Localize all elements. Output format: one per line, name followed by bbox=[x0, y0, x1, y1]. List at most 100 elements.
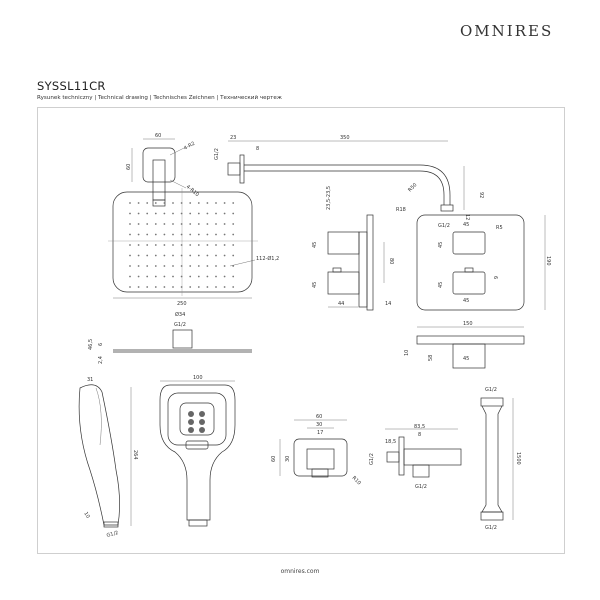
nozzle-dot bbox=[146, 223, 149, 225]
nozzle-dot bbox=[129, 223, 131, 225]
nozzle-dot bbox=[197, 223, 200, 225]
nozzle-dot bbox=[197, 286, 200, 288]
dim-label: 17 bbox=[317, 430, 323, 436]
nozzle-dot bbox=[232, 286, 235, 288]
nozzle-dot bbox=[206, 233, 209, 236]
nozzle-dot bbox=[206, 286, 209, 288]
dim-label: 60 bbox=[271, 456, 277, 462]
nozzle-dot bbox=[163, 254, 166, 257]
nozzle-dot bbox=[215, 202, 217, 204]
dim-label: 23 bbox=[230, 135, 236, 141]
nozzle-dot bbox=[137, 233, 140, 236]
nozzle-dot bbox=[154, 223, 157, 225]
nozzle-dot bbox=[223, 223, 226, 225]
nozzle-dot bbox=[232, 275, 235, 278]
nozzle-dot bbox=[146, 275, 149, 278]
nozzle-dot bbox=[129, 286, 131, 288]
nozzle-dot bbox=[146, 212, 149, 215]
nozzle-dot bbox=[154, 233, 157, 236]
brand-logo: OMNIRES bbox=[460, 22, 554, 40]
dim-label: 45 bbox=[463, 298, 469, 304]
nozzle-dot bbox=[206, 265, 209, 267]
nozzle-dot bbox=[129, 233, 131, 236]
nozzle-dot bbox=[223, 233, 226, 236]
nozzle-dot bbox=[197, 275, 200, 278]
dim-label: 83,5 bbox=[414, 424, 425, 430]
nozzle-dot bbox=[223, 265, 226, 267]
nozzle-dot bbox=[172, 286, 174, 288]
dim-label: 8 bbox=[256, 146, 259, 152]
nozzle-dot bbox=[163, 233, 166, 236]
thermostat-side-drawing: 45 45 80 44 14 bbox=[312, 214, 394, 311]
nozzle-dot bbox=[189, 254, 192, 257]
dim-label: 264 bbox=[132, 450, 138, 460]
dim-label: G1/2 bbox=[485, 387, 497, 393]
dim-label: 45 bbox=[438, 282, 444, 288]
dim-label: 1500 bbox=[515, 452, 521, 465]
dim-label: 31 bbox=[87, 377, 93, 383]
nozzle-dot bbox=[154, 265, 157, 267]
dim-label: 4-R10 bbox=[185, 184, 200, 198]
nozzle-dot bbox=[163, 212, 166, 215]
drawing-frame bbox=[37, 107, 565, 554]
nozzle-dot bbox=[163, 223, 166, 225]
dim-label: G1/2 bbox=[174, 322, 186, 328]
dim-label: 350 bbox=[340, 135, 350, 141]
dim-label: R18 bbox=[396, 207, 406, 213]
nozzle-dot bbox=[180, 244, 183, 246]
nozzle-dot bbox=[163, 275, 166, 278]
dim-label: 100 bbox=[193, 375, 203, 381]
nozzle-dot bbox=[146, 286, 149, 288]
nozzle-dot bbox=[137, 244, 140, 246]
dim-label: 14 bbox=[385, 301, 391, 307]
dim-label: 58 bbox=[428, 355, 434, 361]
nozzle-dot bbox=[137, 286, 140, 288]
nozzle-dot bbox=[215, 223, 217, 225]
dim-label: 46,5 bbox=[88, 339, 94, 350]
nozzle-dot bbox=[172, 202, 174, 204]
nozzle-dot bbox=[206, 275, 209, 278]
nozzle-dot bbox=[180, 286, 183, 288]
dim-label: G1/2 bbox=[214, 148, 220, 160]
nozzle-dot bbox=[189, 202, 192, 204]
nozzle-dot bbox=[232, 202, 235, 204]
nozzle-dot bbox=[172, 254, 174, 257]
dim-label: 45 bbox=[463, 222, 469, 228]
nozzle-dot bbox=[215, 275, 217, 278]
nozzle-dot bbox=[137, 265, 140, 267]
dim-label: G1/2 bbox=[485, 525, 497, 531]
thermostat-bottom-drawing: 150 10 58 45 bbox=[404, 321, 525, 369]
dim-label: 6 bbox=[98, 343, 104, 346]
nozzle-dot bbox=[215, 265, 217, 267]
nozzle-dot bbox=[154, 286, 157, 288]
nozzle-dot bbox=[232, 244, 235, 246]
nozzle-dot bbox=[197, 212, 200, 215]
dim-label: 60 bbox=[126, 164, 132, 170]
nozzle-dot bbox=[180, 254, 183, 257]
dim-label: 112-Ø1,2 bbox=[256, 255, 279, 262]
rain-head-drawing: 112-Ø1,2 250 Ø34 G1/2 46,5 6 2,4 bbox=[88, 188, 279, 364]
nozzle-dot bbox=[129, 202, 131, 204]
dim-label: 18,5 bbox=[385, 439, 396, 445]
nozzle-dot bbox=[163, 286, 166, 288]
nozzle-dot bbox=[180, 223, 183, 225]
nozzle-dot bbox=[232, 265, 235, 267]
dim-label: 92 bbox=[478, 192, 484, 198]
nozzle-dot bbox=[206, 212, 209, 215]
wall-elbow-front-drawing: 60 30 17 60 30 R10 bbox=[271, 414, 362, 486]
nozzle-dot bbox=[223, 202, 226, 204]
dim-label: 60 bbox=[316, 414, 322, 420]
nozzle-dot bbox=[137, 254, 140, 257]
footer-link[interactable]: omnires.com bbox=[280, 568, 320, 575]
dim-label: 45 bbox=[312, 282, 318, 288]
nozzle-dot bbox=[172, 244, 174, 246]
nozzle-dot bbox=[180, 265, 183, 267]
nozzle-dot bbox=[146, 244, 149, 246]
dim-label: G1/2 bbox=[415, 484, 427, 490]
nozzle-dot bbox=[197, 233, 200, 236]
dim-label: 8 bbox=[418, 432, 421, 438]
dim-label: Ø34 bbox=[175, 311, 185, 318]
nozzle-dot bbox=[206, 244, 209, 246]
nozzle-dot bbox=[223, 275, 226, 278]
nozzle-dot bbox=[223, 254, 226, 257]
